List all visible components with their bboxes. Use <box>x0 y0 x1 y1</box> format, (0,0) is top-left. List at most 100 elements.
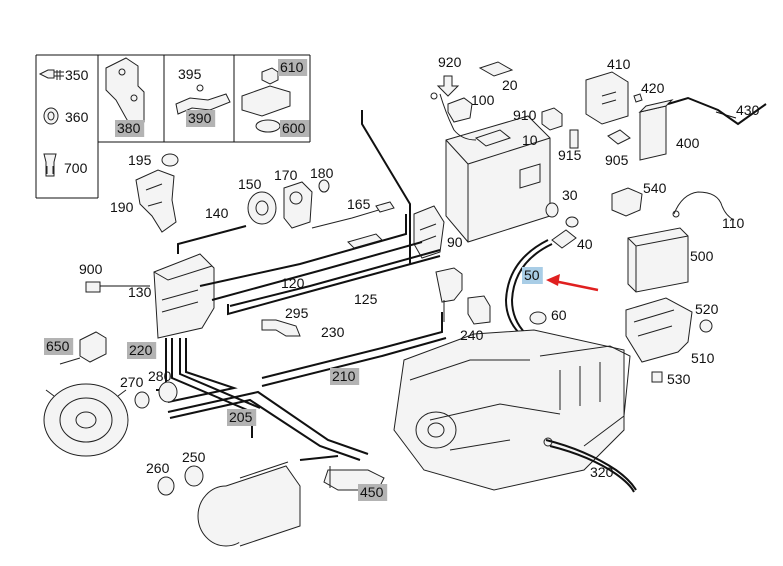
part-label-650[interactable]: 650 <box>44 338 74 355</box>
grommet-260 <box>157 476 175 496</box>
part-label-530[interactable]: 530 <box>667 371 691 387</box>
grommet-250 <box>184 465 204 487</box>
part-label-210[interactable]: 210 <box>330 368 360 385</box>
part-number-915: 915 <box>558 147 582 163</box>
part-label-610[interactable]: 610 <box>278 59 308 76</box>
part-number-100: 100 <box>471 92 495 108</box>
part-label-205[interactable]: 205 <box>227 409 257 426</box>
terminal-40 <box>551 216 579 249</box>
part-number-180: 180 <box>310 165 334 181</box>
bracket-905 <box>607 129 631 145</box>
part-number-220: 220 <box>129 342 153 358</box>
part-number-295: 295 <box>285 305 309 321</box>
part-label-920[interactable]: 920 <box>438 54 462 70</box>
relay-mount-icon <box>241 67 291 133</box>
part-number-260: 260 <box>146 460 170 476</box>
part-label-195[interactable]: 195 <box>128 152 152 168</box>
cover-540 <box>611 187 643 217</box>
part-label-110[interactable]: 110 <box>722 215 745 231</box>
part-number-50: 50 <box>524 267 540 283</box>
sensor-150 <box>247 191 277 225</box>
part-label-190[interactable]: 190 <box>110 199 134 215</box>
part-label-40[interactable]: 40 <box>577 236 593 252</box>
part-label-600[interactable]: 600 <box>280 120 310 137</box>
part-label-900[interactable]: 900 <box>79 261 103 277</box>
part-number-540: 540 <box>643 180 667 196</box>
part-label-500[interactable]: 500 <box>690 248 714 264</box>
label-highlight-380 <box>115 120 145 137</box>
part-label-250[interactable]: 250 <box>182 449 206 465</box>
part-label-915[interactable]: 915 <box>558 147 582 163</box>
part-label-295[interactable]: 295 <box>285 305 309 321</box>
part-number-20: 20 <box>502 77 518 93</box>
part-label-380[interactable]: 380 <box>115 120 145 137</box>
part-label-130[interactable]: 130 <box>128 284 152 300</box>
part-number-195: 195 <box>128 152 152 168</box>
part-number-420: 420 <box>641 80 665 96</box>
part-label-50[interactable]: 50 <box>522 267 543 284</box>
part-label-270[interactable]: 270 <box>120 374 144 390</box>
relay-240 <box>435 267 491 325</box>
part-label-280[interactable]: 280 <box>148 368 172 384</box>
part-label-450[interactable]: 450 <box>358 484 388 501</box>
part-label-430[interactable]: 430 <box>736 102 760 118</box>
part-label-320[interactable]: 320 <box>590 464 614 480</box>
part-label-20[interactable]: 20 <box>502 77 518 93</box>
screw-420 <box>633 93 643 103</box>
label-highlight-390 <box>186 110 216 127</box>
part-label-180[interactable]: 180 <box>310 165 334 181</box>
part-label-260[interactable]: 260 <box>146 460 170 476</box>
part-label-165[interactable]: 165 <box>347 196 371 212</box>
part-label-395[interactable]: 395 <box>178 66 202 82</box>
part-label-220[interactable]: 220 <box>127 342 157 359</box>
fuse-icon <box>43 153 57 177</box>
part-number-230: 230 <box>321 324 345 340</box>
part-number-910: 910 <box>513 107 537 123</box>
part-label-230[interactable]: 230 <box>321 324 345 340</box>
part-label-390[interactable]: 390 <box>186 110 216 127</box>
part-label-700[interactable]: 700 <box>64 160 88 176</box>
part-label-240[interactable]: 240 <box>460 327 484 343</box>
part-number-130: 130 <box>128 284 152 300</box>
auxiliary-battery-400 <box>638 99 674 161</box>
part-label-905[interactable]: 905 <box>605 152 629 168</box>
part-label-910[interactable]: 910 <box>513 107 537 123</box>
label-highlight-610 <box>278 59 308 76</box>
part-label-350[interactable]: 350 <box>65 67 89 83</box>
part-label-510[interactable]: 510 <box>691 350 715 366</box>
grommet-195 <box>161 153 179 167</box>
part-label-170[interactable]: 170 <box>274 167 298 183</box>
control-unit-130 <box>153 253 215 339</box>
part-number-190: 190 <box>110 199 134 215</box>
part-number-350: 350 <box>65 67 89 83</box>
label-highlight-50 <box>522 267 543 284</box>
part-label-520[interactable]: 520 <box>695 301 719 317</box>
part-label-410[interactable]: 410 <box>607 56 631 72</box>
part-label-125[interactable]: 125 <box>354 291 378 307</box>
part-number-390: 390 <box>188 110 212 126</box>
part-label-120[interactable]: 120 <box>281 275 305 291</box>
part-label-60[interactable]: 60 <box>551 307 567 323</box>
part-label-10[interactable]: 10 <box>522 132 538 148</box>
part-number-110: 110 <box>722 215 745 231</box>
part-label-100[interactable]: 100 <box>471 92 495 108</box>
part-label-150[interactable]: 150 <box>238 176 262 192</box>
part-number-320: 320 <box>590 464 614 480</box>
part-label-420[interactable]: 420 <box>641 80 665 96</box>
part-number-450: 450 <box>360 484 384 500</box>
terminal-cover-20 <box>478 61 514 77</box>
battery-500 <box>627 227 689 293</box>
part-number-165: 165 <box>347 196 371 212</box>
part-number-280: 280 <box>148 368 172 384</box>
part-label-30[interactable]: 30 <box>562 187 578 203</box>
clip-bracket-icon <box>175 84 231 115</box>
part-number-510: 510 <box>691 350 715 366</box>
part-label-400[interactable]: 400 <box>676 135 700 151</box>
part-label-360[interactable]: 360 <box>65 109 89 125</box>
part-number-170: 170 <box>274 167 298 183</box>
part-number-530: 530 <box>667 371 691 387</box>
part-label-140[interactable]: 140 <box>205 205 229 221</box>
label-highlight-450 <box>358 484 388 501</box>
part-label-90[interactable]: 90 <box>447 234 463 250</box>
part-label-540[interactable]: 540 <box>643 180 667 196</box>
